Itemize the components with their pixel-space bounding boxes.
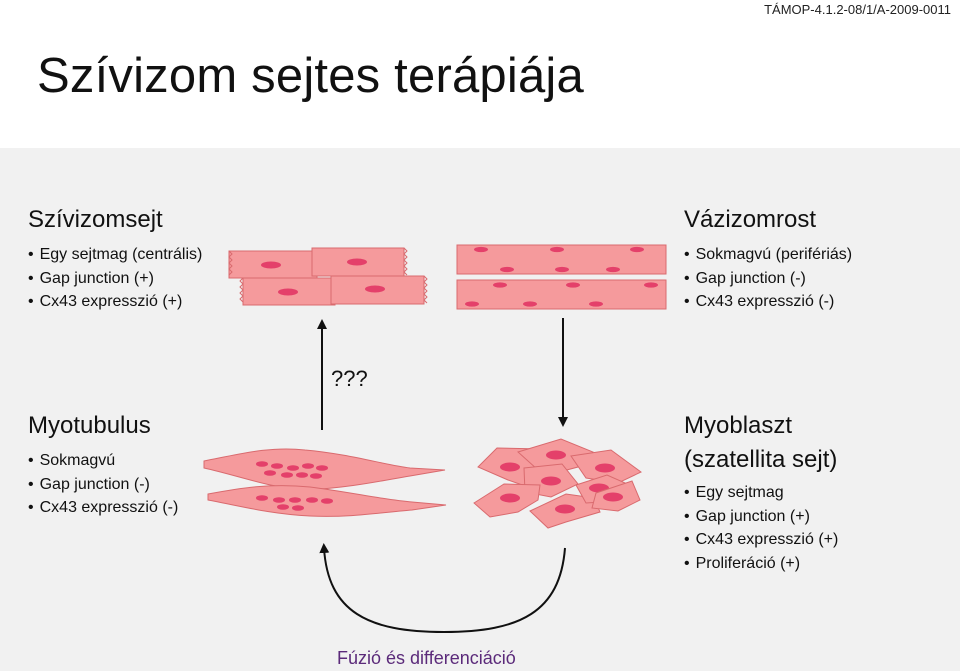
- bullet-item: Cx43 expresszió (-): [684, 290, 852, 314]
- myoblast: [591, 480, 641, 512]
- bullet-item: Cx43 expresszió (+): [684, 528, 839, 552]
- myoblast-subtitle: (szatellita sejt): [684, 446, 838, 473]
- bullet-item: Cx43 expresszió (+): [28, 290, 202, 314]
- cardiomyocyte-cell: [330, 275, 428, 305]
- muscle-fibre: [456, 279, 667, 310]
- skeletal-muscle-title: Vázizomrost: [684, 206, 817, 233]
- myotube-cells: [203, 448, 447, 517]
- nucleus: [278, 288, 298, 296]
- myotube: [207, 485, 447, 517]
- myoblast-cells: [473, 438, 642, 529]
- nucleus: [365, 285, 385, 293]
- bullet-item: Cx43 expresszió (-): [28, 496, 179, 520]
- cycle-caption: Fúzió és differenciáció: [337, 648, 516, 668]
- bullet-item: Sokmagvú: [28, 449, 178, 473]
- myotube-bullets: Sokmagvú Gap junction (-) Cx43 expresszi…: [28, 449, 179, 520]
- nucleus: [261, 261, 281, 269]
- bullet-item: Gap junction (+): [684, 505, 838, 529]
- page-title: Szívizom sejtes terápiája: [37, 49, 584, 103]
- cardiomyocyte-cell: [239, 277, 336, 306]
- skeletal-muscle-fibres: [456, 244, 667, 310]
- myoblast: [529, 493, 601, 529]
- bullet-item: Gap junction (-): [684, 267, 852, 291]
- myoblast: [517, 438, 594, 476]
- cardiomyocyte-cell: [311, 247, 408, 277]
- nucleus: [347, 258, 367, 266]
- bullet-item: Sokmagvú (perifériás): [684, 243, 853, 267]
- bullet-item: Gap junction (-): [28, 473, 178, 497]
- unknown-label: ???: [331, 366, 368, 391]
- cardiomyocyte-cell: [228, 250, 318, 279]
- myoblast: [473, 483, 541, 518]
- bullet-item: Egy sejtmag (centrális): [28, 243, 203, 267]
- diagram-panel: [0, 148, 960, 671]
- myoblast-bullets: Egy sejtmag Gap junction (+) Cx43 expres…: [684, 481, 839, 576]
- curved-arrow-icon: [319, 543, 566, 634]
- skeletal-muscle-bullets: Sokmagvú (perifériás) Gap junction (-) C…: [684, 243, 853, 314]
- muscle-fibre: [456, 244, 667, 275]
- bullet-item: Gap junction (+): [28, 267, 202, 291]
- cardiomyocyte-bullets: Egy sejtmag (centrális) Gap junction (+)…: [28, 243, 203, 314]
- myotube-title: Myotubulus: [28, 412, 151, 439]
- cardiomyocyte-title: Szívizomsejt: [28, 206, 163, 233]
- header: TÁMOP-4.1.2-08/1/A-2009-0011 Szívizom se…: [0, 0, 960, 148]
- cardiomyocyte-cells: [228, 247, 428, 306]
- bullet-item: Egy sejtmag: [684, 481, 838, 505]
- myoblast-title: Myoblaszt: [684, 412, 793, 439]
- bullet-item: Proliferáció (+): [684, 552, 838, 576]
- myoblast: [570, 449, 642, 484]
- reference-code: TÁMOP-4.1.2-08/1/A-2009-0011: [764, 2, 951, 17]
- myotube: [203, 448, 446, 491]
